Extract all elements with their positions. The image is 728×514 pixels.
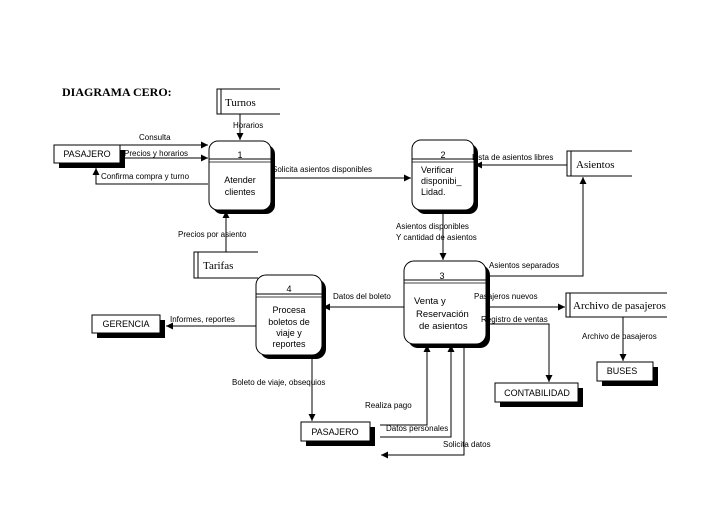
entity-gerencia: GERENCIA: [91, 314, 165, 338]
process-2-number: 2: [440, 150, 445, 160]
store-asientos-label: Asientos: [576, 159, 615, 171]
store-turnos-label: Turnos: [225, 97, 256, 109]
label-solicita-asientos: Solicita asientos disponibles: [272, 165, 372, 174]
process-1: 1 Atender clientes: [208, 140, 275, 214]
label-archivo-pasajeros: Archivo de pasajeros: [582, 332, 657, 341]
label-precios-asiento: Precios por asiento: [178, 230, 247, 239]
label-asientos-separados: Asientos separados: [489, 261, 559, 270]
entity-contabilidad: CONTABILIDAD: [494, 382, 583, 407]
flow-asientos-separados: [486, 177, 587, 277]
process-4-label-line4: reportes: [272, 339, 306, 349]
process-2-label-line2: disponibi_: [421, 176, 463, 186]
label-horarios: Horarios: [233, 121, 263, 130]
flow-confirma: [92, 168, 208, 185]
flow-registro-ventas: [486, 323, 553, 382]
label-realiza-pago: Realiza pago: [365, 401, 412, 410]
process-4-label-line2: boletos de: [268, 317, 310, 327]
label-confirma: Confirma compra y turno: [101, 172, 190, 181]
label-precios-horarios: Precios y horarios: [124, 149, 188, 158]
store-tarifas-label: Tarifas: [203, 260, 233, 272]
label-consulta: Consulta: [139, 133, 171, 142]
process-1-label-line1: Atender: [224, 175, 256, 185]
store-asientos: Asientos: [566, 150, 632, 177]
entity-pasajero-top: PASAJERO: [53, 144, 125, 168]
label-datos-personales: Datos personales: [386, 424, 448, 433]
entity-contabilidad-label: CONTABILIDAD: [504, 388, 570, 398]
label-solicita-datos: Solicita datos: [443, 440, 491, 449]
process-4-label-line1: Procesa: [272, 305, 305, 315]
process-2-label-line3: Lidad.: [421, 187, 446, 197]
flow-solicita-datos: [381, 345, 465, 459]
entity-pasajero-bottom: PASAJERO: [300, 421, 375, 446]
process-4: 4 Procesa boletos de viaje y reportes: [255, 274, 326, 359]
process-1-label-line2: clientes: [225, 187, 256, 197]
label-lista-asientos: Lista de asientos libres: [472, 153, 553, 162]
diagram-title: DIAGRAMA CERO:: [62, 85, 172, 99]
label-asientos-disp-2: Y cantidad de asientos: [396, 233, 477, 242]
flow-realiza-pago: [380, 345, 431, 426]
process-1-number: 1: [237, 150, 242, 160]
store-archivo-pasajeros: Archivo de pasajeros: [565, 292, 667, 318]
process-3-number: 3: [439, 271, 444, 281]
entity-buses: BUSES: [596, 361, 658, 386]
label-pasajeros-nuevos: Pasajeros nuevos: [474, 292, 538, 301]
process-3-label-line3: de asientos: [419, 321, 468, 332]
entity-pasajero-top-label: PASAJERO: [63, 149, 110, 159]
label-asientos-disp-1: Asientos disponibles: [396, 222, 469, 231]
process-4-label-line3: viaje y: [276, 328, 302, 338]
store-tarifas: Tarifas: [193, 251, 258, 279]
label-datos-boleto: Datos del boleto: [333, 292, 391, 301]
entity-buses-label: BUSES: [607, 366, 638, 376]
entity-gerencia-label: GERENCIA: [102, 319, 149, 329]
process-4-number: 4: [286, 284, 291, 294]
label-informes: Informes, reportes: [170, 315, 235, 324]
process-2-label-line1: Verificar: [421, 165, 454, 175]
flow-datos-personales: [380, 345, 455, 438]
entity-pasajero-bottom-label: PASAJERO: [311, 427, 358, 437]
process-3: 3 Venta y Reservación de asientos: [403, 260, 490, 348]
label-boleto-viaje: Boleto de viaje, obsequios: [232, 378, 325, 387]
process-3-label-line2: Reservación: [416, 309, 469, 320]
process-3-label-line1: Venta y: [414, 296, 446, 307]
label-registro-ventas: Registro de ventas: [481, 315, 548, 324]
store-archivo-label: Archivo de pasajeros: [573, 300, 666, 312]
store-turnos: Turnos: [216, 88, 280, 115]
process-2: 2 Verificar disponibi_ Lidad.: [411, 139, 478, 214]
